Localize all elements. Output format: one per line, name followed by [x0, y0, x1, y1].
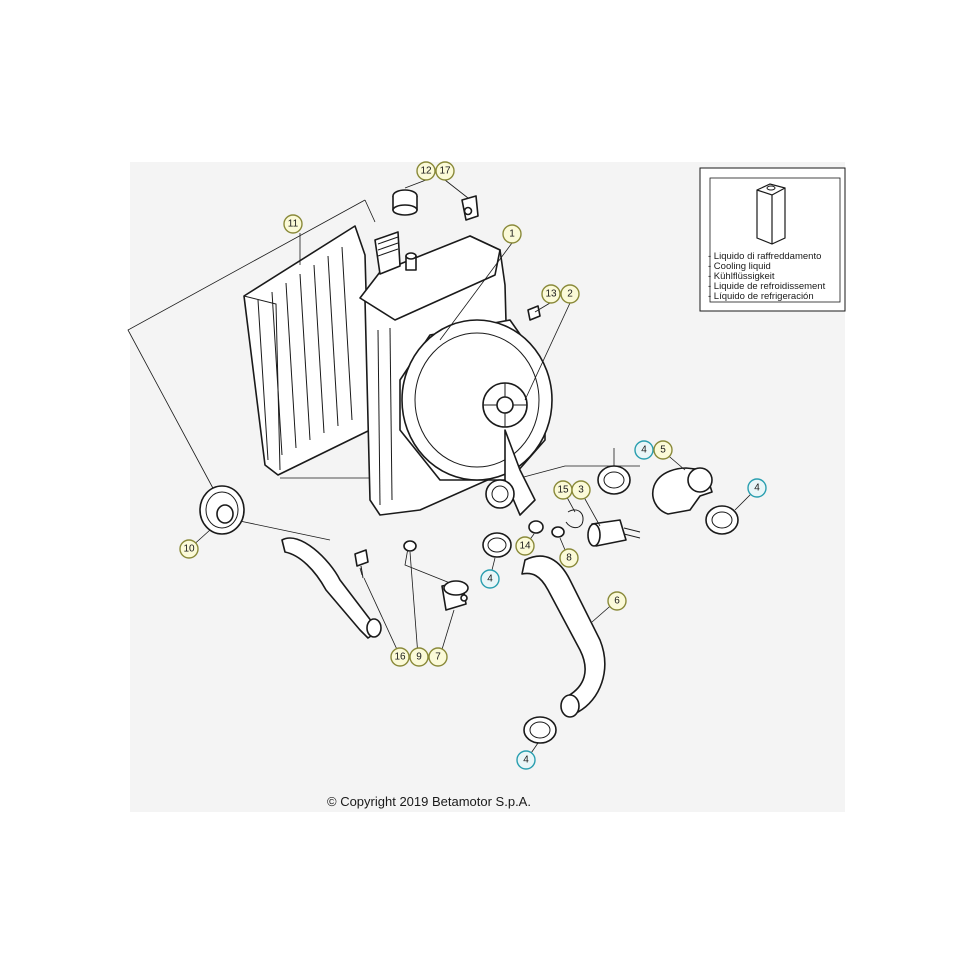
callout-15: 15 — [553, 480, 573, 500]
svg-text:15: 15 — [557, 485, 569, 496]
svg-text:14: 14 — [519, 541, 531, 552]
legend-line-it: - Liquido di raffreddamento — [708, 251, 821, 262]
bolt-16 — [354, 549, 369, 579]
callout-6: 6 — [607, 591, 627, 611]
callout-1: 1 — [502, 224, 522, 244]
legend-line-es: - Líquido de refrigeración — [708, 291, 814, 302]
callout-10: 10 — [179, 539, 199, 559]
coolant-can-icon — [756, 183, 786, 245]
thermoswitch — [587, 519, 641, 547]
legend-line-de: - Kühlflüssigkeit — [708, 271, 775, 282]
callout-leaders — [189, 179, 758, 760]
svg-text:4: 4 — [487, 574, 493, 585]
callout-3: 3 — [571, 480, 591, 500]
grommet — [392, 189, 418, 216]
svg-text:4: 4 — [754, 483, 760, 494]
rubber-mount — [441, 580, 469, 611]
svg-text:5: 5 — [660, 445, 666, 456]
copyright-notice: © Copyright 2019 Betamotor S.p.A. — [327, 794, 531, 809]
legend-line-en: - Cooling liquid — [708, 261, 771, 272]
radiator-grille — [243, 225, 371, 476]
svg-text:4: 4 — [523, 755, 529, 766]
callout-2: 2 — [560, 284, 580, 304]
svg-text:10: 10 — [183, 544, 195, 555]
svg-text:6: 6 — [614, 596, 620, 607]
callout-4-clamp-b: 4 — [634, 440, 654, 460]
callout-5: 5 — [653, 440, 673, 460]
svg-text:11: 11 — [288, 219, 299, 230]
hose-clamp-b — [597, 465, 631, 495]
svg-text:16: 16 — [394, 652, 406, 663]
legend-line-fr: - Liquide de refroidissement — [708, 281, 826, 292]
o-ring — [528, 520, 544, 534]
svg-text:12: 12 — [420, 166, 432, 177]
hose-clamp-d — [523, 716, 557, 744]
hose-clamp-c — [705, 505, 739, 535]
callout-4-clamp-c: 4 — [747, 478, 767, 498]
svg-text:2: 2 — [567, 289, 573, 300]
svg-text:4: 4 — [641, 445, 647, 456]
hose-clamp-a — [482, 532, 512, 558]
callout-14: 14 — [515, 536, 535, 556]
callout-9: 9 — [409, 647, 429, 667]
svg-text:13: 13 — [545, 289, 557, 300]
legend-box: - Liquido di raffreddamento - Cooling li… — [699, 167, 846, 312]
svg-text:17: 17 — [439, 166, 451, 177]
callout-7: 7 — [428, 647, 448, 667]
screw-13 — [527, 305, 541, 321]
callout-16: 16 — [390, 647, 410, 667]
svg-text:1: 1 — [509, 229, 515, 240]
callout-4-clamp-d: 4 — [516, 750, 536, 770]
callout-12: 12 — [416, 161, 436, 181]
washer-9 — [403, 540, 417, 552]
cooling-fan — [399, 319, 553, 516]
svg-text:8: 8 — [566, 553, 572, 564]
bracket — [461, 195, 479, 221]
filler-cap — [199, 485, 245, 535]
svg-text:7: 7 — [435, 652, 441, 663]
lower-hose — [521, 555, 606, 718]
svg-text:3: 3 — [578, 485, 584, 496]
callout-17: 17 — [435, 161, 455, 181]
upper-hose — [281, 537, 382, 639]
callout-8: 8 — [559, 548, 579, 568]
svg-text:9: 9 — [416, 652, 422, 663]
callout-13: 13 — [541, 284, 561, 304]
callout-4-clamp-a: 4 — [480, 569, 500, 589]
washer-8 — [551, 526, 565, 538]
circlip — [565, 509, 584, 529]
callout-11: 11 — [283, 214, 303, 234]
elbow-hose — [652, 467, 713, 515]
